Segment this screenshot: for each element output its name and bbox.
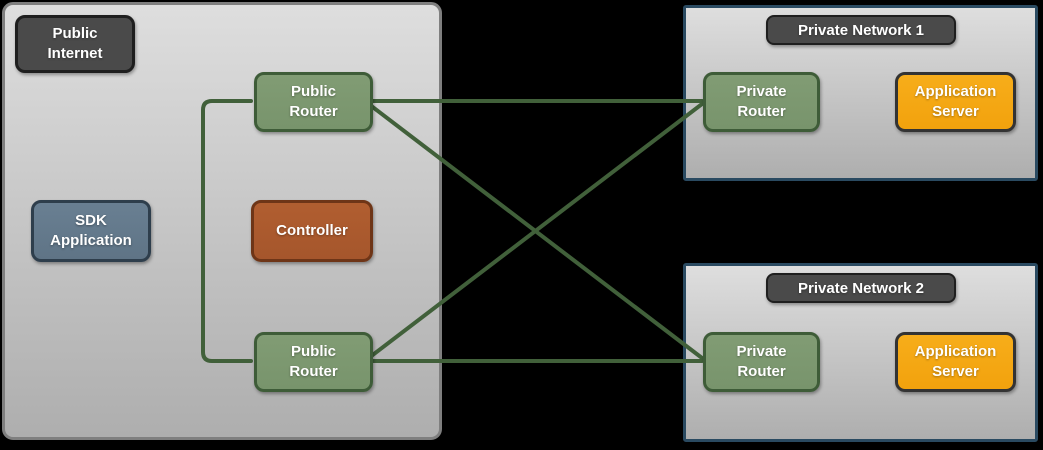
public-internet-container: Public Internet Public Router SDK Applic…: [2, 2, 442, 440]
private-router-2-label: Private Router: [736, 343, 787, 380]
application-server-2-label: Application Server: [914, 343, 997, 380]
sdk-application-node: SDK Application: [31, 200, 151, 262]
public-internet-label-badge: Public Internet: [15, 15, 135, 73]
controller-node: Controller: [251, 200, 373, 262]
application-server-2-node: Application Server: [895, 332, 1016, 392]
controller-label: Controller: [276, 222, 348, 239]
public-router-top-node: Public Router: [254, 72, 373, 132]
public-internet-label: Public Internet: [47, 25, 103, 62]
private-network-2-title-badge: Private Network 2: [766, 273, 956, 303]
sdk-application-label: SDK Application: [50, 212, 132, 249]
private-router-1-label: Private Router: [736, 83, 787, 120]
private-network-2-container: Private Network 2 Private Router Applica…: [683, 263, 1038, 442]
private-network-1-label: Private Network 1: [798, 21, 924, 39]
private-network-1-container: Private Network 1 Private Router Applica…: [683, 5, 1038, 181]
public-router-bottom-node: Public Router: [254, 332, 373, 392]
private-network-1-title-badge: Private Network 1: [766, 15, 956, 45]
application-server-1-label: Application Server: [914, 83, 997, 120]
private-router-1-node: Private Router: [703, 72, 820, 132]
public-router-top-label: Public Router: [289, 83, 338, 120]
private-router-2-node: Private Router: [703, 332, 820, 392]
application-server-1-node: Application Server: [895, 72, 1016, 132]
private-network-2-label: Private Network 2: [798, 279, 924, 297]
public-router-bottom-label: Public Router: [289, 343, 338, 380]
